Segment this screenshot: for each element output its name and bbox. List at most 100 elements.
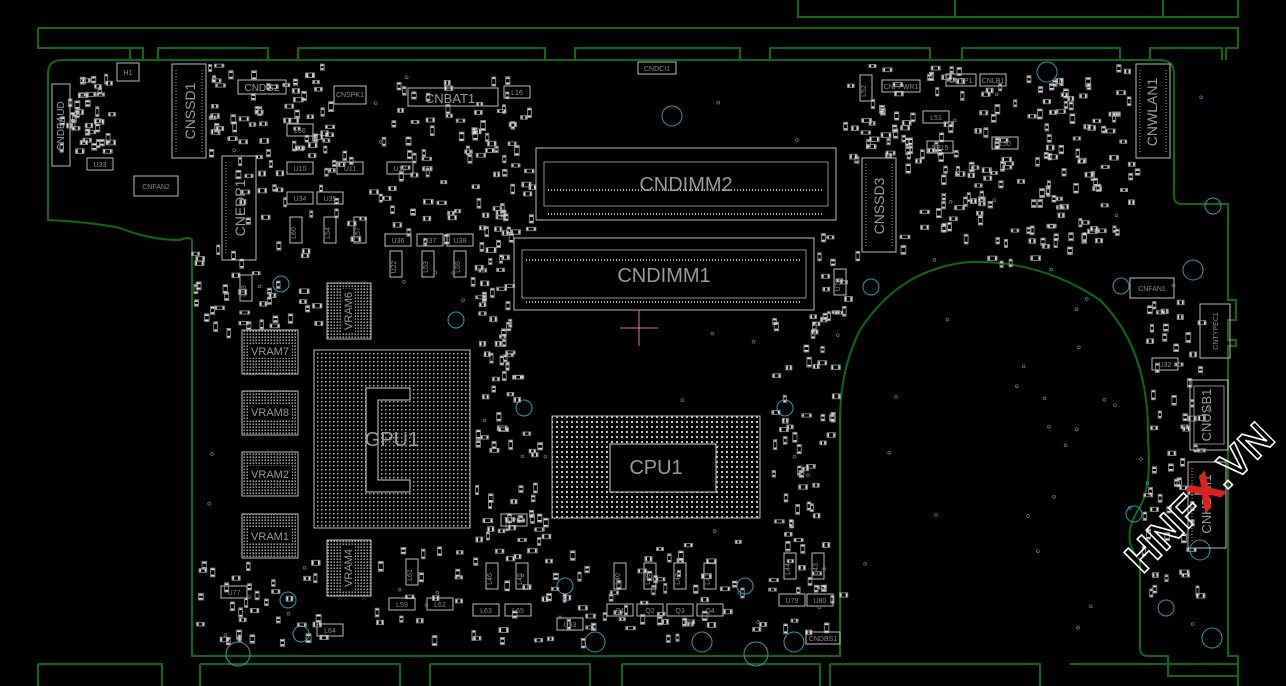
connector-cndbaud[interactable]: CNDBAUD: [51, 83, 71, 167]
passive-component: [296, 622, 307, 627]
part-u12[interactable]: U12: [386, 161, 414, 175]
part-u34[interactable]: U34: [286, 191, 314, 205]
connector-cnspk1[interactable]: CNSPK1: [333, 85, 367, 105]
part-l44[interactable]: L44: [783, 552, 797, 580]
passive-component: [836, 278, 844, 283]
part-l59[interactable]: L59: [388, 597, 416, 611]
part-u36[interactable]: U36: [384, 233, 412, 247]
cnssd1-label: CNSSD1: [182, 82, 198, 139]
passive-component: [1002, 165, 1013, 170]
connector-cndbs1[interactable]: CNDBS1: [805, 631, 841, 645]
connector-cndci1[interactable]: CNDCI1: [637, 61, 677, 75]
passive-component: [216, 244, 221, 256]
via: [894, 394, 898, 399]
part-l40[interactable]: L40: [613, 562, 627, 590]
part-u53[interactable]: U53: [556, 617, 584, 631]
part-l63[interactable]: L63: [472, 603, 500, 617]
connector-cnfan1[interactable]: CNFAN1: [1129, 277, 1175, 299]
connector-cnfan2[interactable]: CNFAN2: [133, 175, 179, 197]
passive-component: [537, 537, 542, 546]
vram-chip-6[interactable]: VRAM6: [326, 282, 372, 340]
gpu-chip[interactable]: GPU1: [313, 349, 471, 529]
vram-chip-2[interactable]: VRAM2: [241, 451, 299, 497]
connector-cnfpwr1[interactable]: CNFPWR1: [881, 79, 921, 93]
passive-component: [268, 292, 277, 298]
vram-chip-1[interactable]: VRAM1: [241, 513, 299, 559]
passive-component: [447, 210, 455, 216]
passive-component: [1055, 196, 1063, 201]
cndbs1-label: CNDBS1: [809, 636, 838, 643]
part-l41[interactable]: L41: [703, 562, 717, 590]
part-l61[interactable]: L61: [405, 558, 419, 586]
dimm-slot-1[interactable]: CNDIMM1: [513, 237, 815, 311]
connector-cntypec1[interactable]: CNTYPEC1: [1199, 303, 1231, 359]
dimm-slot-2[interactable]: CNDIMM2: [535, 147, 837, 221]
connector-cnwlan1[interactable]: CNWLAN1: [1135, 63, 1171, 159]
passive-component: [279, 638, 285, 647]
part-l45[interactable]: L45: [515, 562, 529, 590]
part-u79[interactable]: U79: [778, 593, 806, 607]
part-u32[interactable]: U32: [1151, 357, 1179, 371]
passive-component: [470, 277, 476, 287]
part-q4[interactable]: Q4: [696, 603, 724, 617]
part-u22[interactable]: U22: [389, 250, 403, 278]
part-label: L62: [434, 602, 446, 609]
part-l54[interactable]: L54: [323, 216, 337, 244]
connector-cnhdmi1[interactable]: CNHDMI1: [1187, 461, 1227, 549]
passive-component: [347, 220, 357, 227]
passive-component: [475, 152, 487, 158]
part-u33[interactable]: U33: [86, 157, 114, 171]
part-l55[interactable]: L55: [453, 250, 467, 278]
passive-component: [719, 586, 731, 592]
passive-component: [537, 513, 543, 523]
via: [792, 454, 797, 459]
passive-component: [102, 148, 113, 154]
part-l50[interactable]: L50: [991, 136, 1019, 150]
part-l62[interactable]: L62: [426, 597, 454, 611]
passive-component: [1112, 112, 1116, 123]
part-u11[interactable]: U11: [336, 161, 364, 175]
part-l51[interactable]: L51: [922, 110, 950, 124]
connector-cntp1[interactable]: CNTP1: [945, 73, 977, 87]
connector-cnusb1[interactable]: CNUSB1: [1189, 379, 1229, 451]
part-label: Q4: [705, 608, 714, 615]
part-l60[interactable]: L60: [289, 216, 303, 244]
part-l64[interactable]: L64: [316, 623, 344, 637]
passive-component: [213, 63, 225, 68]
part-u80[interactable]: U80: [806, 593, 834, 607]
part-l58[interactable]: L58: [239, 274, 253, 302]
vram-chip-7[interactable]: VRAM7: [241, 329, 299, 375]
part-l43[interactable]: L43: [811, 552, 825, 580]
passive-component: [1142, 511, 1148, 521]
part-l56[interactable]: L56: [286, 123, 314, 137]
cpu-chip[interactable]: CPU1: [551, 415, 761, 519]
passive-component: [774, 519, 785, 524]
connector-cnlb1[interactable]: CNLB1: [979, 73, 1007, 87]
part-l52[interactable]: L52: [859, 74, 873, 102]
part-u35[interactable]: U35: [316, 191, 344, 205]
passive-component: [701, 610, 708, 622]
connector-cnssd1[interactable]: CNSSD1: [171, 63, 207, 159]
part-l42[interactable]: L42: [673, 562, 687, 590]
passive-component: [491, 441, 497, 450]
passive-component: [806, 464, 816, 469]
part-l65[interactable]: L65: [504, 603, 532, 617]
part-u77[interactable]: U77: [220, 585, 248, 599]
passive-component: [445, 113, 453, 118]
part-l16[interactable]: L16: [503, 85, 531, 99]
part-l53[interactable]: L53: [421, 250, 435, 278]
part-l46[interactable]: L46: [485, 562, 499, 590]
connector-cnssd3[interactable]: CNSSD3: [861, 157, 897, 253]
connector-cndg2[interactable]: CNDG2: [237, 79, 287, 95]
part-q2[interactable]: Q2: [636, 603, 664, 617]
part-q3[interactable]: Q3: [666, 603, 694, 617]
passive-component: [547, 636, 555, 642]
part-u10[interactable]: U10: [286, 161, 314, 175]
part-u38[interactable]: U38: [446, 233, 474, 247]
passive-component: [225, 637, 231, 646]
vram-chip-8[interactable]: VRAM8: [241, 390, 299, 436]
part-h1[interactable]: H1: [116, 62, 140, 82]
part-u37[interactable]: U37: [416, 233, 444, 247]
vram-chip-4[interactable]: VRAM4: [326, 539, 372, 597]
